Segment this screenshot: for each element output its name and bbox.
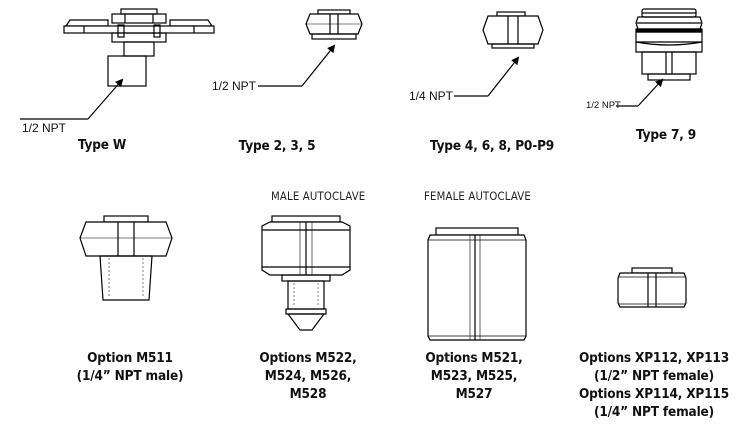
caption-m521: Options M521, M523, M525, M527 [416,349,531,403]
type-4-fitting-drawing [454,11,544,97]
caption-m522: Options M522, M524, M526, M528 [250,349,365,403]
male-autoclave-heading: MALE AUTOCLAVE [271,189,366,203]
caption-xp: Options XP112, XP113 (1/2” NPT female) O… [575,349,733,421]
caption-xp-line-4: (1/4” NPT female) [593,404,714,420]
caption-type-4: Type 4, 6, 8, P0-P9 [429,138,555,154]
female-autoclave-fitting-drawing [427,227,527,341]
caption-m522-line-3: M528 [289,386,327,402]
npt-label-type-2: 1/2 NPT [212,79,257,93]
xp-fitting-drawing [617,267,687,308]
caption-m522-line-1: Options M522, [259,350,357,366]
caption-m522-line-2: M524, M526, [264,368,352,384]
m511-fitting-drawing [79,215,173,301]
caption-m511: Option M511 (1/4” NPT male) [76,349,184,385]
caption-m521-line-2: M523, M525, [430,368,518,384]
caption-m511-line-1: Option M511 [87,350,173,366]
caption-type-w: Type W [77,137,127,153]
npt-label-type-w: 1/2 NPT [22,121,67,135]
caption-type-2: Type 2, 3, 5 [238,138,316,154]
caption-xp-line-1: Options XP112, XP113 [579,350,729,366]
npt-label-type-4: 1/4 NPT [409,89,454,103]
caption-type-7: Type 7, 9 [635,127,697,143]
npt-label-type-7: 1/2 NPT [586,100,621,111]
caption-m521-line-1: Options M521, [425,350,523,366]
male-autoclave-fitting-drawing [261,215,351,331]
type-2-fitting-drawing [258,9,363,87]
caption-m521-line-3: M527 [455,386,493,402]
type-7-fitting-drawing [616,8,703,107]
caption-xp-line-2: (1/2” NPT female) [593,368,714,384]
caption-m511-line-2: (1/4” NPT male) [76,368,184,384]
caption-xp-line-3: Options XP114, XP115 [579,386,729,402]
female-autoclave-heading: FEMALE AUTOCLAVE [424,189,531,203]
type-w-fitting-drawing [20,8,215,120]
